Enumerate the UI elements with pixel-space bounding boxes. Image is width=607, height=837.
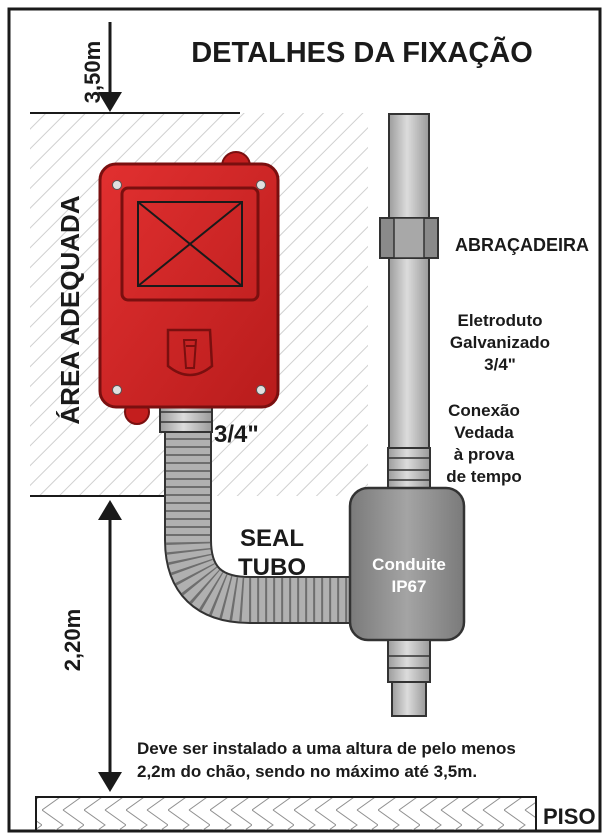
seal-tube-label-1: SEAL [240, 525, 304, 552]
seal-tube-fill [166, 430, 360, 622]
clamp-band [393, 217, 425, 259]
device-window-cross-b [137, 201, 243, 287]
lower-sealed-fitting [387, 639, 431, 683]
top-dimension-label: 3,50m [80, 41, 105, 103]
upper-sealed-fitting [387, 447, 431, 491]
clamp-label: ABRAÇADEIRA [455, 235, 589, 255]
lower-conduit [391, 681, 427, 717]
galvanized-conduit [388, 113, 430, 455]
device-logo-icon [166, 328, 214, 377]
device-logo-mark [182, 339, 198, 369]
floor-label: PISO [543, 804, 596, 829]
connection-label-4: de tempo [446, 467, 522, 486]
top-dimension-arrow [98, 92, 122, 112]
connection-label-3: à prova [454, 445, 515, 464]
box-label-1: Conduite [372, 555, 446, 574]
conduit-label-2: Galvanizado [450, 333, 550, 352]
conduit-label-1: Eletroduto [458, 311, 543, 330]
conduit-label-3: 3/4" [484, 355, 516, 374]
title: DETALHES DA FIXAÇÃO [191, 35, 533, 69]
connection-label-1: Conexão [448, 401, 520, 420]
note-line-1: Deve ser instalado a uma altura de pelo … [137, 739, 516, 758]
screw-icon [256, 385, 266, 395]
device-panel-outer [120, 186, 260, 302]
box-label-2: IP67 [392, 577, 427, 596]
fitting-size-label: 3/4" [214, 421, 259, 448]
device-window [137, 201, 243, 287]
note-line-2: 2,2m do chão, sendo no máximo até 3,5m. [137, 762, 477, 781]
connection-label-2: Vedada [454, 423, 514, 442]
area-label: ÁREA ADEQUADA [55, 195, 85, 424]
bottom-dimension-arrow-up [98, 500, 122, 520]
floor [35, 796, 537, 832]
screw-icon [112, 385, 122, 395]
bottom-dimension-label: 2,20m [60, 609, 85, 671]
seal-tube-label-2: TUBO [238, 554, 306, 581]
screw-icon [112, 180, 122, 190]
screw-icon [256, 180, 266, 190]
bottom-dimension-arrow-down [98, 772, 122, 792]
